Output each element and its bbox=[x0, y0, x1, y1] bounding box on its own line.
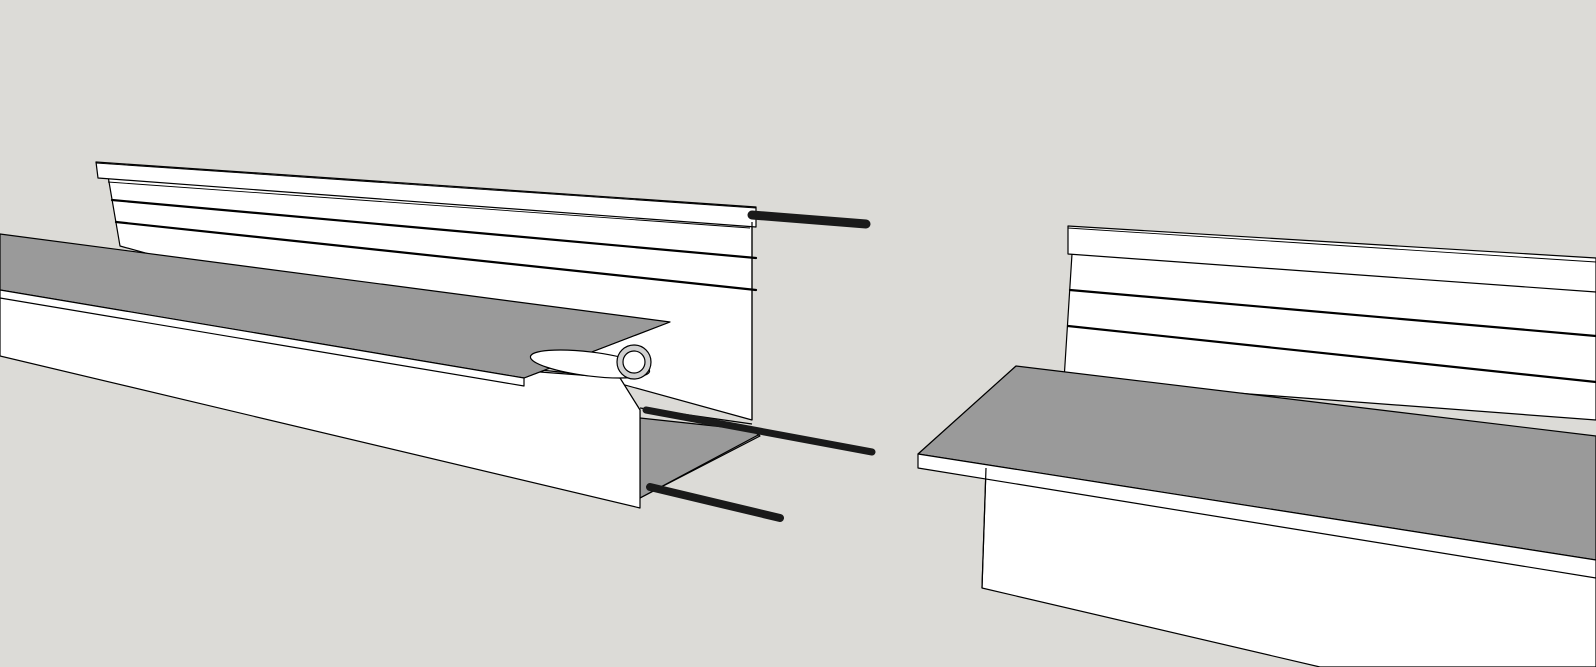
right-deck-front-corner bbox=[917, 365, 1017, 455]
left-groove-1 bbox=[110, 198, 758, 260]
right-back-wall-cap-edge bbox=[1067, 227, 1596, 263]
right-back-wall-cap bbox=[1067, 225, 1596, 293]
left-tube-end-inner bbox=[622, 350, 646, 374]
right-groove-1 bbox=[1068, 288, 1596, 338]
left-groove-2 bbox=[114, 220, 758, 292]
right-front-left-edge bbox=[981, 467, 987, 589]
left-back-wall-cap-underside bbox=[107, 181, 751, 229]
right-extrusion bbox=[917, 225, 1596, 667]
right-groove-2 bbox=[1066, 324, 1596, 384]
left-back-wall-cap bbox=[95, 161, 757, 228]
left-back-wall-cap-edge bbox=[95, 162, 757, 209]
left-deck-front-line bbox=[523, 321, 671, 379]
left-extrusion bbox=[0, 161, 876, 522]
left-pin-top bbox=[747, 210, 871, 229]
left-top-deck-edge bbox=[0, 289, 525, 387]
right-top-deck-edge bbox=[917, 453, 1596, 579]
left-pin-middle bbox=[642, 406, 876, 456]
left-pin-bottom bbox=[646, 483, 784, 522]
